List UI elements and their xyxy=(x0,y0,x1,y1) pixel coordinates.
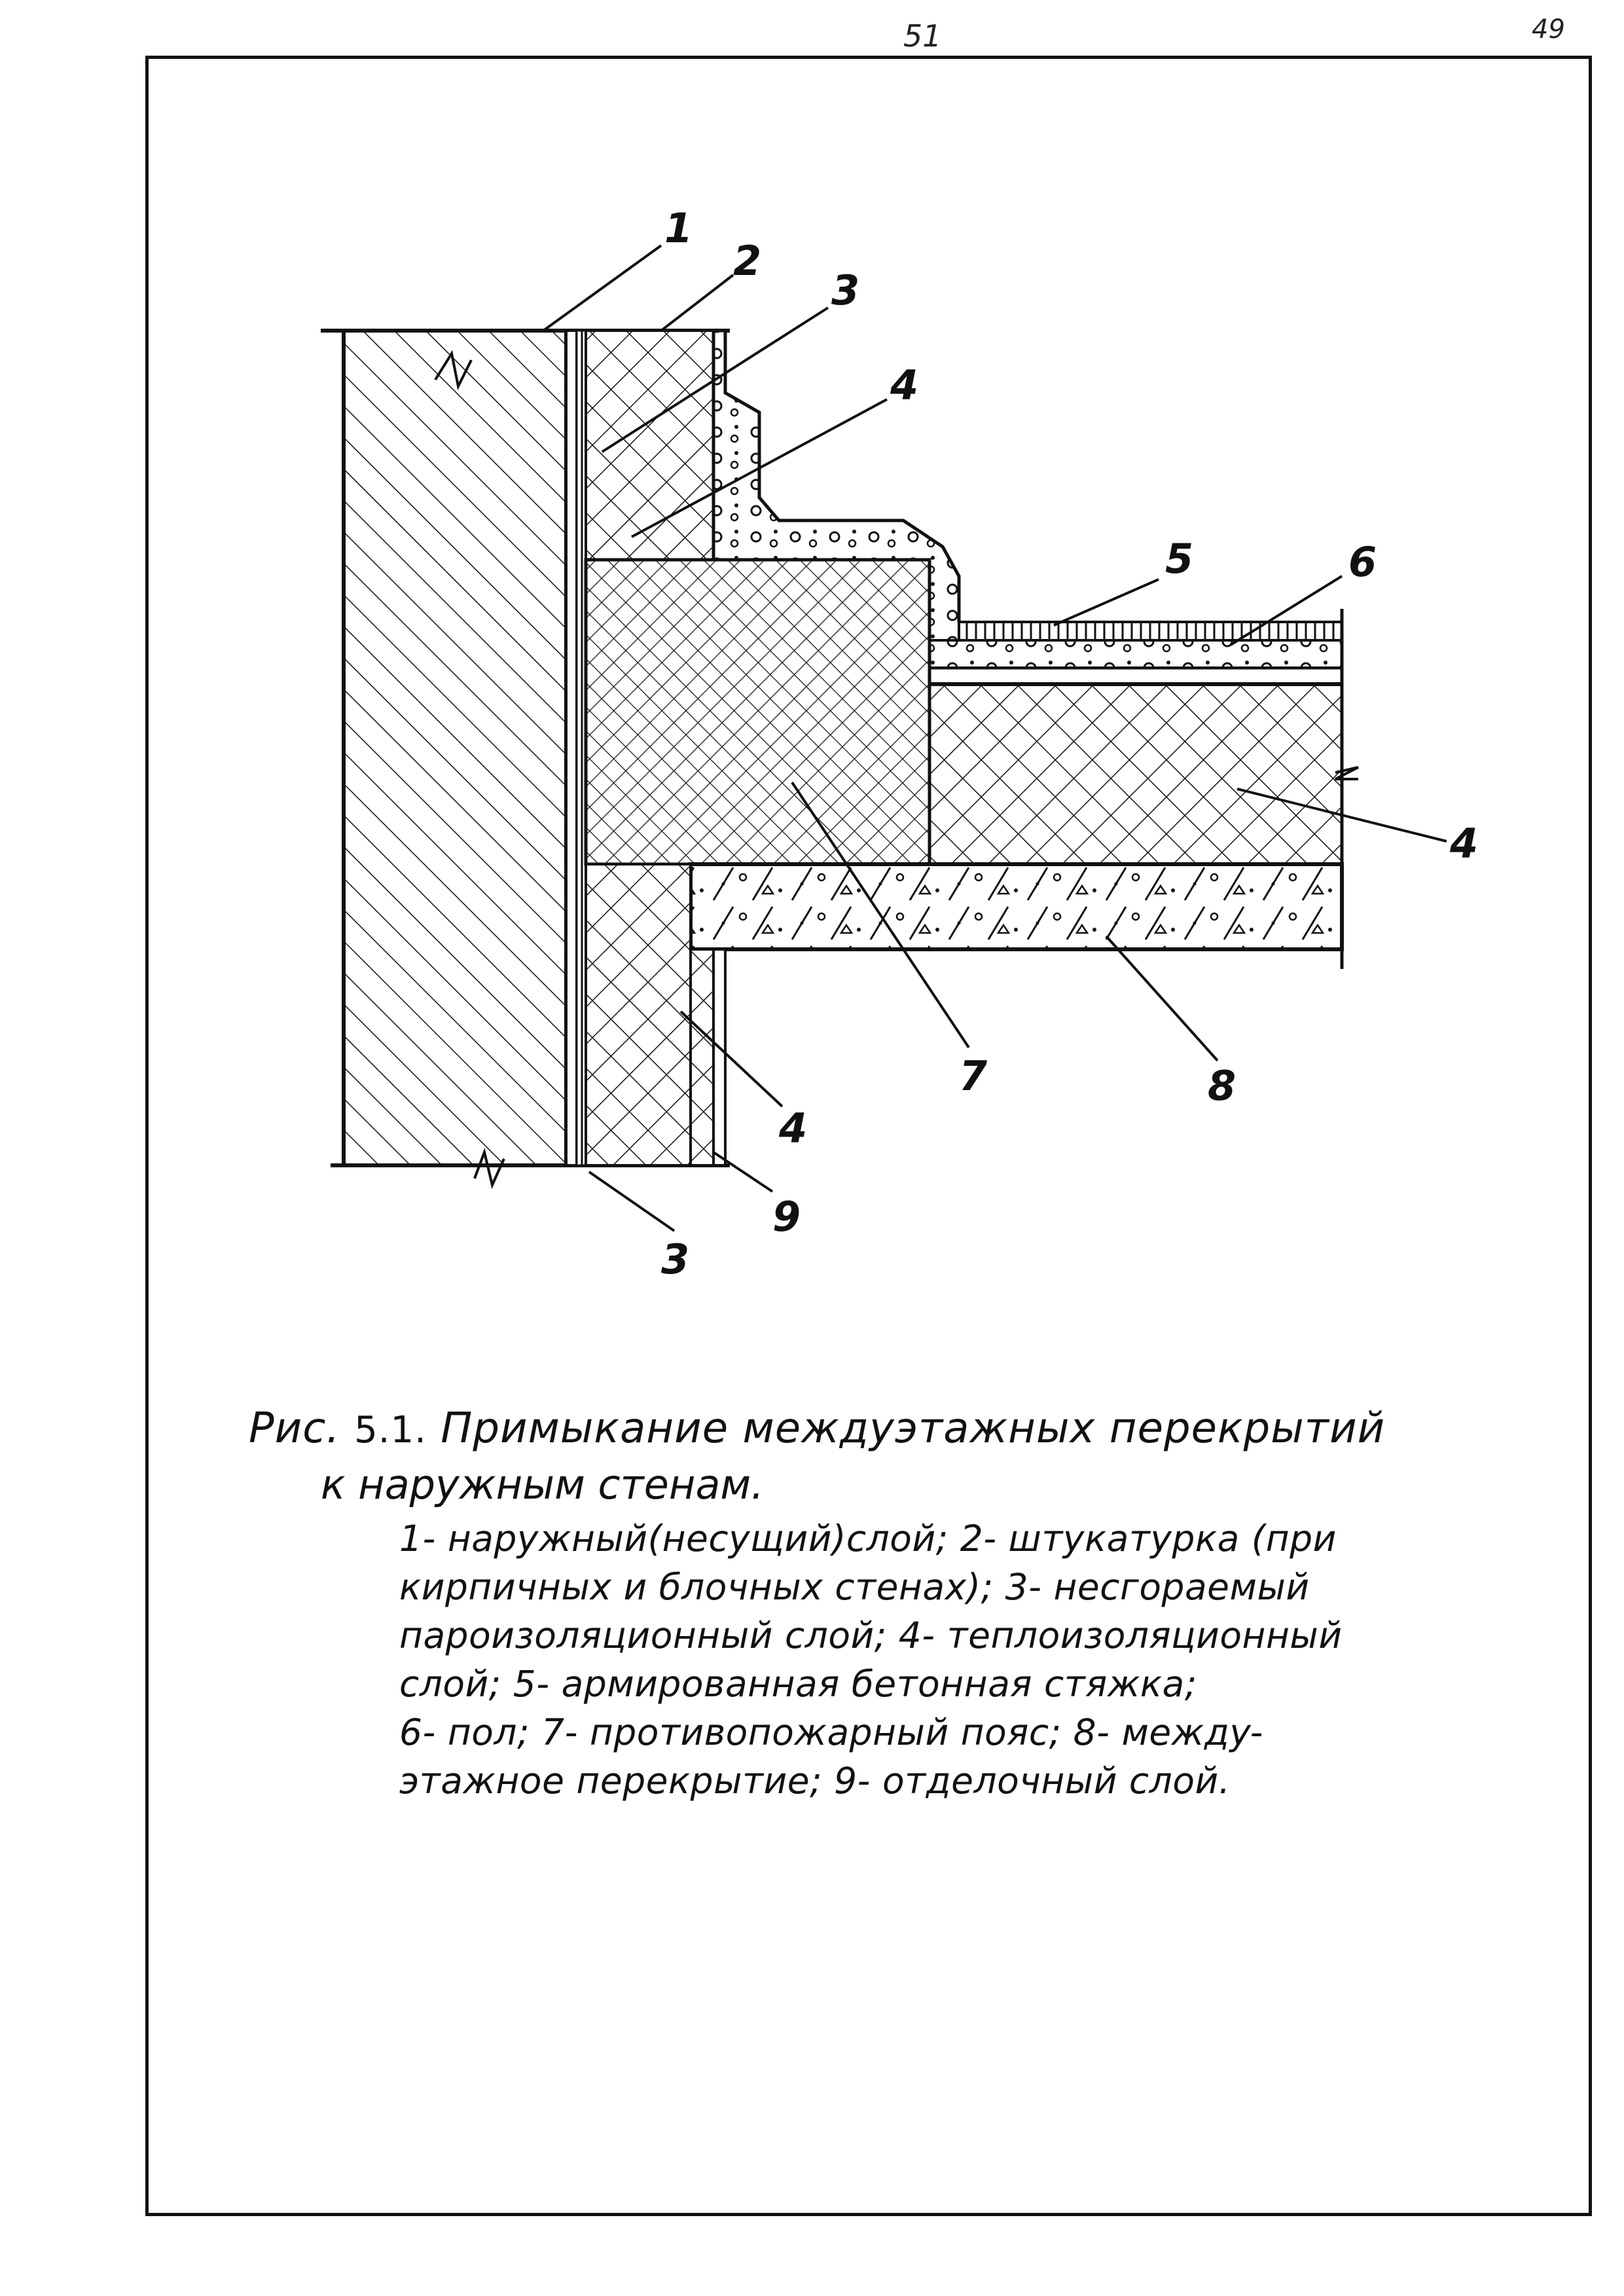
callout-4-top: 4 xyxy=(890,361,918,409)
legend-line: 6- пол; 7- противопожарный пояс; 8- межд… xyxy=(399,1711,1263,1753)
figure-caption: Рис. 5.1. Примыкание междуэтажных перекр… xyxy=(249,1401,1525,1805)
wall-insulation-upper xyxy=(585,329,715,561)
caption-legend: 1- наружный(несущий)слой; 2- штукатурка … xyxy=(249,1514,1525,1805)
callout-9: 9 xyxy=(772,1193,801,1241)
callout-4-right: 4 xyxy=(1449,820,1478,867)
callout-7: 7 xyxy=(959,1052,988,1100)
page-frame xyxy=(145,56,1592,2216)
floor-insulation xyxy=(928,682,1344,866)
leader-lines xyxy=(542,244,1447,1232)
break-mark-top xyxy=(434,350,473,391)
page-number: 51 xyxy=(903,18,942,54)
callout-6: 6 xyxy=(1348,538,1377,586)
wall-insulation-lower-2 xyxy=(689,948,715,1167)
callout-5: 5 xyxy=(1165,535,1193,583)
callout-8: 8 xyxy=(1208,1062,1236,1110)
fire-protection-belt xyxy=(584,558,931,866)
wall-insulation-lower xyxy=(585,863,692,1167)
figure-number: 5.1. xyxy=(354,1409,427,1451)
plaster-layer xyxy=(565,329,578,1167)
legend-line: пароизоляционный слой; 4- теплоизоляцион… xyxy=(399,1614,1343,1656)
legend-line: этажное перекрытие; 9- отделочный слой. xyxy=(399,1760,1231,1802)
floor-finish xyxy=(958,621,1343,642)
break-mark-bottom xyxy=(473,1148,505,1190)
callout-2: 2 xyxy=(733,237,761,285)
callout-3-bottom: 3 xyxy=(661,1235,689,1283)
caption-title-line: Рис. 5.1. Примыкание междуэтажных перекр… xyxy=(249,1401,1525,1458)
caption-title: Примыкание междуэтажных перекрытий xyxy=(441,1404,1386,1453)
legend-line: 1- наружный(несущий)слой; 2- штукатурка … xyxy=(399,1518,1337,1559)
callout-1: 1 xyxy=(664,204,693,252)
caption-title-line2: к наружным стенам. xyxy=(321,1461,764,1508)
caption-prefix: Рис. xyxy=(249,1404,340,1453)
floor-screed xyxy=(928,639,1343,669)
outer-bearing-layer xyxy=(342,329,568,1167)
callout-3-top: 3 xyxy=(831,266,859,314)
break-mark-right xyxy=(1335,766,1359,780)
page-number-secondary: 49 xyxy=(1532,14,1565,45)
legend-line: кирпичных и блочных стенах); 3- несгорае… xyxy=(399,1566,1310,1608)
finish-layer-lower xyxy=(712,948,727,1167)
floor-slab xyxy=(689,862,1344,951)
legend-line: слой; 5- армированная бетонная стяжка; xyxy=(399,1663,1197,1705)
callout-4-bottom: 4 xyxy=(778,1104,807,1152)
